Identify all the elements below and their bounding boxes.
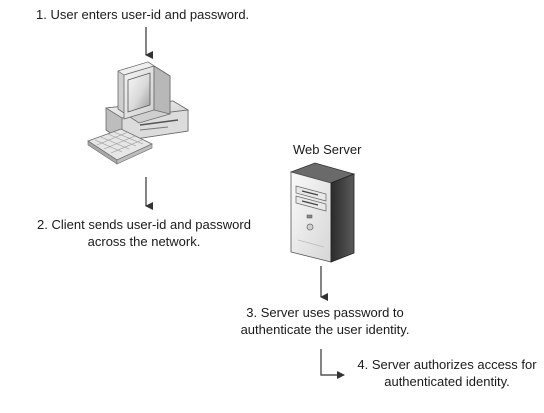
- step2-label: 2. Client sends user-id and password acr…: [34, 216, 254, 250]
- step4-line1: 4. Server authorizes access for: [357, 357, 537, 372]
- step2-line1: 2. Client sends user-id and password: [37, 217, 251, 232]
- step2-line2: across the network.: [87, 234, 201, 249]
- step4-label: 4. Server authorizes access for authenti…: [352, 356, 542, 390]
- step3-line2: authenticate the user identity.: [240, 322, 410, 337]
- step4-line2: authenticated identity.: [384, 374, 510, 389]
- step3-label: 3. Server uses password to authenticate …: [220, 304, 430, 338]
- arrow-step3-to-step4: [320, 349, 345, 379]
- step3-line1: 3. Server uses password to: [246, 305, 404, 320]
- desktop-computer-icon: [87, 61, 190, 165]
- web-server-label: Web Server: [293, 142, 362, 157]
- tower-server-icon: [289, 162, 356, 263]
- step1-label: 1. User enters user-id and password.: [36, 7, 250, 22]
